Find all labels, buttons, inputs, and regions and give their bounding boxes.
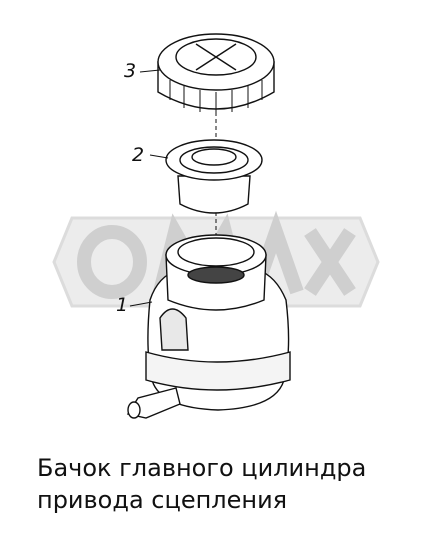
diagram-drawing bbox=[52, 33, 380, 419]
callout-2: 2 bbox=[132, 144, 145, 166]
caption-line-2: привода сцепления bbox=[37, 486, 288, 514]
callout-1: 1 bbox=[116, 294, 129, 316]
tank-drawing bbox=[126, 234, 291, 419]
cap-drawing bbox=[157, 33, 275, 113]
figure-caption: Бачок главного цилиндра привода сцеплени… bbox=[37, 452, 417, 516]
exploded-diagram: 3 2 1 bbox=[52, 33, 380, 419]
caption-line-1: Бачок главного цилиндра bbox=[37, 454, 367, 482]
leader-lines bbox=[129, 69, 169, 307]
callout-3: 3 bbox=[124, 60, 137, 82]
seal-drawing bbox=[165, 139, 263, 214]
